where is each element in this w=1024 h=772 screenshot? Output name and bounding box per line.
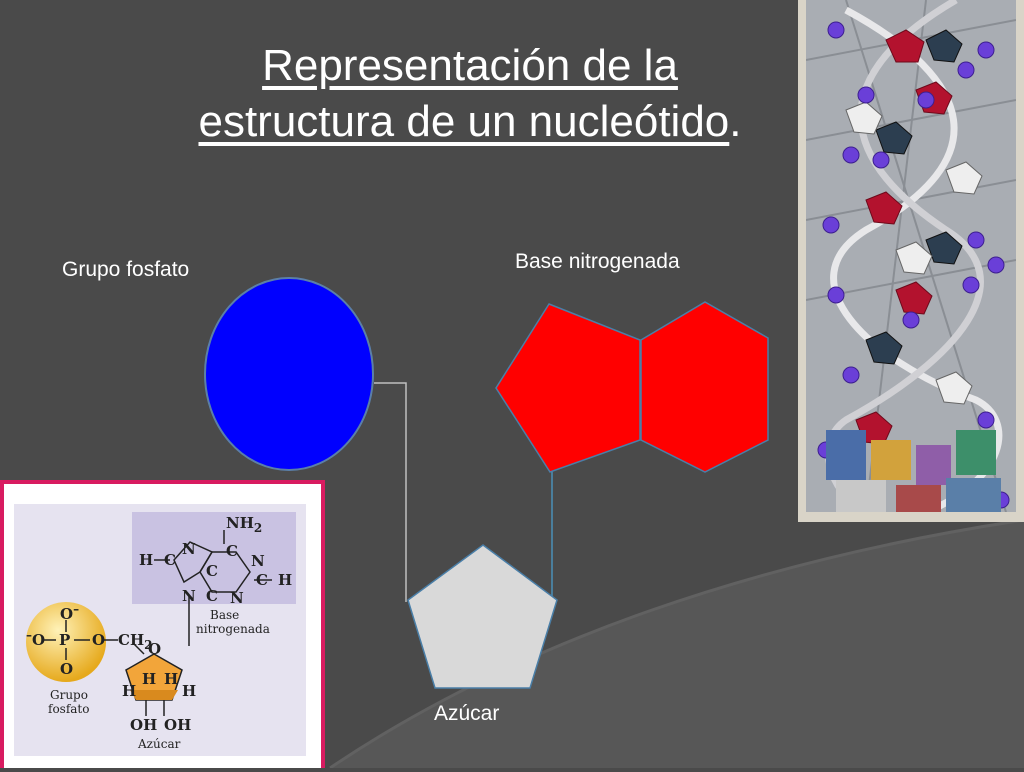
atom-o-left: –O [26,628,45,649]
atom-ring-o: O [148,640,161,658]
atom-oh-1: OH [130,716,157,734]
base-pentagon-right [640,301,769,473]
atom-c-2: C [164,551,176,569]
inset-phosphate-label-2: fosfato [48,702,89,716]
inset-base-label-2: nitrogenada [196,622,270,636]
base-pentagon-left [495,303,641,473]
atom-h-3: H [122,682,136,700]
atom-n-2: N [251,552,265,570]
inset-phosphate-label-1: Grupo [50,688,88,702]
atom-oh-2: OH [164,716,191,734]
nucleotide-structure-drawing: NH2 N C N H C C C H N C N Base nitrogena… [14,504,306,756]
atom-n-4: N [230,589,244,607]
inset-base-label-1: Base [210,608,239,622]
atom-h-2: H [278,571,292,589]
atom-h-1: H [139,551,153,569]
nh2-label: NH2 [226,514,262,535]
atom-p: P [59,631,70,649]
nucleotide-structure-figure: NH2 N C N H C C C H N C N Base nitrogena… [0,480,325,768]
atom-h-4: H [142,670,156,688]
atom-c-3: C [206,562,218,580]
title-line-1: Representación de la [262,41,678,90]
atom-h-5: H [164,670,178,688]
phosphate-circle [204,277,374,471]
atom-c-1: C [226,542,238,560]
ch2-label: CH2 [118,631,152,652]
inset-sugar-label: Azúcar [137,737,181,751]
label-azucar: Azúcar [434,702,500,725]
atom-o-top: O– [60,602,79,623]
connector-phosphate-sugar [374,382,407,602]
atom-c-5: C [206,587,218,605]
atom-o-right: O [92,631,105,649]
atom-o-bottom: O [60,660,73,678]
sugar-pentagon [407,544,558,689]
dna-helix-image [806,0,1016,512]
atom-c-4: C [256,571,268,589]
atom-n-3: N [182,587,196,605]
label-grupo-fosfato: Grupo fosfato [62,258,190,281]
title-dot: . [729,97,742,146]
title-line-2-text: estructura de un nucleótido [198,97,730,146]
phosphate-sphere [26,602,106,682]
dna-helix-photo [798,0,1024,522]
atom-n-1: N [182,540,196,558]
atom-h-6: H [182,682,196,700]
label-base-nitrogenada: Base nitrogenada [515,250,680,273]
slide-title: Representación de la estructura de un nu… [110,38,830,150]
title-line-2: estructura de un nucleótido. [110,94,830,150]
